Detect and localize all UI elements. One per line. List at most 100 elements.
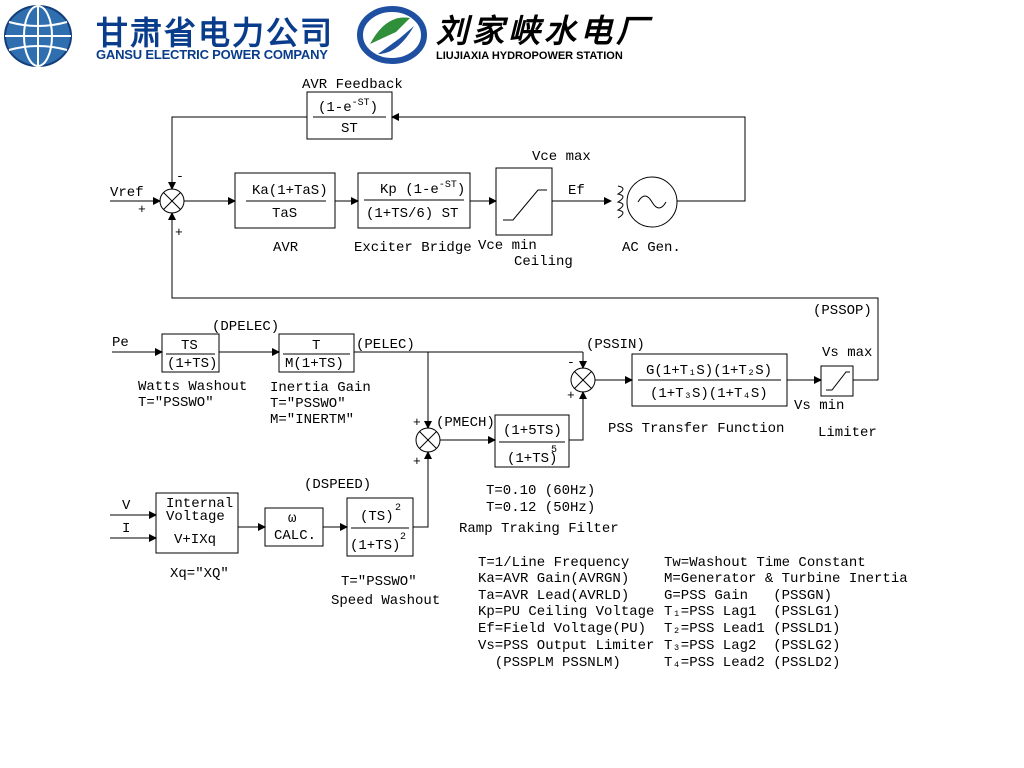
dspeed-to-pmech-sum-arrow <box>413 451 432 528</box>
exciter-bridge-block: Kp (1-e-ST) (1+TS/6) ST <box>357 172 471 229</box>
avr-feedback-block: (1-e-ST) ST <box>306 91 393 140</box>
pssin-minus-sign: - <box>567 355 575 370</box>
legend-left: T=1/Line Frequency Ka=AVR Gain(AVRGN) Ta… <box>478 555 654 671</box>
legend-right-item: T₂=PSS Lead1 (PSSLD1) <box>664 621 840 637</box>
vce-max-label: Vce max <box>532 149 591 165</box>
svg-text:CALC.: CALC. <box>274 528 316 544</box>
dpelec-label: (DPELEC) <box>212 319 279 335</box>
pss-transfer-function-block: G(1+T₁S)(1+T₂S) (1+T₃S)(1+T₄S) <box>631 353 788 407</box>
ac-gen-label: AC Gen. <box>622 240 681 256</box>
watts-washout-t: T="PSSWO" <box>138 395 214 411</box>
avr-block: Ka(1+TaS) TaS <box>234 172 336 229</box>
avr-summing-junction <box>159 188 185 214</box>
ramp-filter-t60: T=0.10 (60Hz) <box>486 483 595 499</box>
ceiling-limiter-block <box>495 167 553 236</box>
svg-text:(1-e-ST): (1-e-ST) <box>318 98 378 116</box>
ramp-filter-label: Ramp Traking Filter <box>459 521 619 537</box>
vs-max-label: Vs max <box>822 345 872 361</box>
pssin-label: (PSSIN) <box>586 337 645 353</box>
station-name-en: LIUJIAXIA HYDROPOWER STATION <box>436 50 623 62</box>
speed-washout-label: Speed Washout <box>331 593 440 609</box>
pe-label: Pe <box>112 335 129 351</box>
limiter-label: Limiter <box>818 425 877 441</box>
xq-label: Xq="XQ" <box>170 566 229 582</box>
vs-min-label: Vs min <box>794 398 844 414</box>
vref-plus-sign: + <box>138 202 146 217</box>
svg-text:(1+TS): (1+TS) <box>167 356 217 372</box>
watts-washout-label: Watts Washout <box>138 379 247 395</box>
ac-generator-icon <box>616 176 678 228</box>
svg-text:Voltage: Voltage <box>166 509 225 525</box>
legend-right-item: T₄=PSS Lead2 (PSSLD2) <box>664 655 840 671</box>
ef-label: Ef <box>568 183 585 199</box>
svg-text:M(1+TS): M(1+TS) <box>285 356 344 372</box>
inertia-gain-label: Inertia Gain <box>270 380 371 396</box>
vce-min-label: Vce min <box>478 238 537 254</box>
feedback-minus-sign: - <box>176 169 184 184</box>
ramp-tracking-filter-block: (1+5TS) (1+TS) 5 <box>494 414 570 468</box>
legend-left-item: Ef=Field Voltage(PU) <box>478 621 646 637</box>
company-name-en: GANSU ELECTRIC POWER COMPANY <box>96 47 328 62</box>
pss-summing-junction <box>570 367 596 393</box>
speed-washout-t: T="PSSWO" <box>341 574 417 590</box>
legend-left-item: Kp=PU Ceiling Voltage <box>478 604 654 620</box>
exciter-bridge-label: Exciter Bridge <box>354 240 472 256</box>
v-input-label: V <box>122 498 131 514</box>
svg-text:5: 5 <box>551 445 557 456</box>
ramp-filter-t50: T=0.12 (50Hz) <box>486 500 595 516</box>
svg-text:(1+TS/6) ST: (1+TS/6) ST <box>366 206 458 222</box>
legend-right-item: G=PSS Gain (PSSGN) <box>664 588 832 604</box>
pmech-plus-bottom: + <box>413 454 421 469</box>
legend-left-item: (PSSPLM PSSNLM) <box>478 655 621 671</box>
omega-calc-block: ω CALC. <box>264 507 324 547</box>
svg-text:2: 2 <box>395 503 401 514</box>
legend-right-item: T₃=PSS Lag2 (PSSLG2) <box>664 638 840 654</box>
svg-text:Internal: Internal <box>166 496 233 512</box>
svg-text:T: T <box>312 338 320 354</box>
svg-text:TaS: TaS <box>272 206 297 222</box>
legend-left-item: Ka=AVR Gain(AVRGN) <box>478 571 629 587</box>
pmech-summing-junction <box>415 427 441 453</box>
pelec-label: (PELEC) <box>356 337 415 353</box>
dspeed-label: (DSPEED) <box>304 477 371 493</box>
legend-right: Tw=Washout Time Constant M=Generator & T… <box>664 555 908 671</box>
svg-text:(1+TS): (1+TS) <box>350 538 400 554</box>
pssop-label: (PSSOP) <box>813 303 872 319</box>
company-name-cn: 甘肃省电力公司 <box>96 14 335 52</box>
vref-label: Vref <box>110 185 144 201</box>
generator-feedback-line <box>391 113 746 202</box>
svg-text:Kp (1-e-ST): Kp (1-e-ST) <box>380 180 465 198</box>
inertia-gain-t: T="PSSWO" <box>270 396 346 412</box>
svg-text:(1+T₃S)(1+T₄S): (1+T₃S)(1+T₄S) <box>650 386 768 402</box>
svg-text:ω: ω <box>288 511 297 527</box>
pmech-plus-top: + <box>413 415 421 430</box>
legend-left-item: T=1/Line Frequency <box>478 555 629 571</box>
station-name-cn: 刘家峡水电厂 <box>436 12 653 50</box>
svg-text:(1+5TS): (1+5TS) <box>503 423 562 439</box>
svg-text:TS: TS <box>181 338 198 354</box>
svg-text:V+IXq: V+IXq <box>174 532 216 548</box>
pss-plus-sign: + <box>175 225 183 240</box>
header: 甘肃省电力公司 GANSU ELECTRIC POWER COMPANY 刘家峡… <box>0 0 1024 72</box>
legend-right-item: M=Generator & Turbine Inertia <box>664 571 908 587</box>
svg-text:2: 2 <box>400 532 406 543</box>
inertia-gain-m: M="INERTM" <box>270 412 354 428</box>
pss-output-line <box>168 212 879 380</box>
ceiling-label: Ceiling <box>514 254 573 270</box>
svg-text:(TS): (TS) <box>360 509 394 525</box>
internal-voltage-block: Internal Voltage V+IXq <box>155 492 239 554</box>
inertia-gain-block: T M(1+TS) <box>278 333 355 373</box>
svg-text:ST: ST <box>341 121 358 137</box>
svg-text:Ka(1+TaS): Ka(1+TaS) <box>252 183 328 199</box>
i-input-label: I <box>122 521 130 537</box>
avr-feedback-title: AVR Feedback <box>302 77 403 93</box>
legend-right-item: Tw=Washout Time Constant <box>664 555 866 571</box>
pssin-plus-sign: + <box>567 388 575 403</box>
speed-washout-block: (TS) 2 (1+TS) 2 <box>346 497 414 557</box>
watts-washout-block: TS (1+TS) <box>161 333 220 373</box>
pss-transfer-function-label: PSS Transfer Function <box>608 421 784 437</box>
hydropower-station-logo <box>357 6 427 64</box>
filter-to-pss-sum-arrow <box>569 391 587 441</box>
legend-left-item: Ta=AVR Lead(AVRLD) <box>478 588 629 604</box>
